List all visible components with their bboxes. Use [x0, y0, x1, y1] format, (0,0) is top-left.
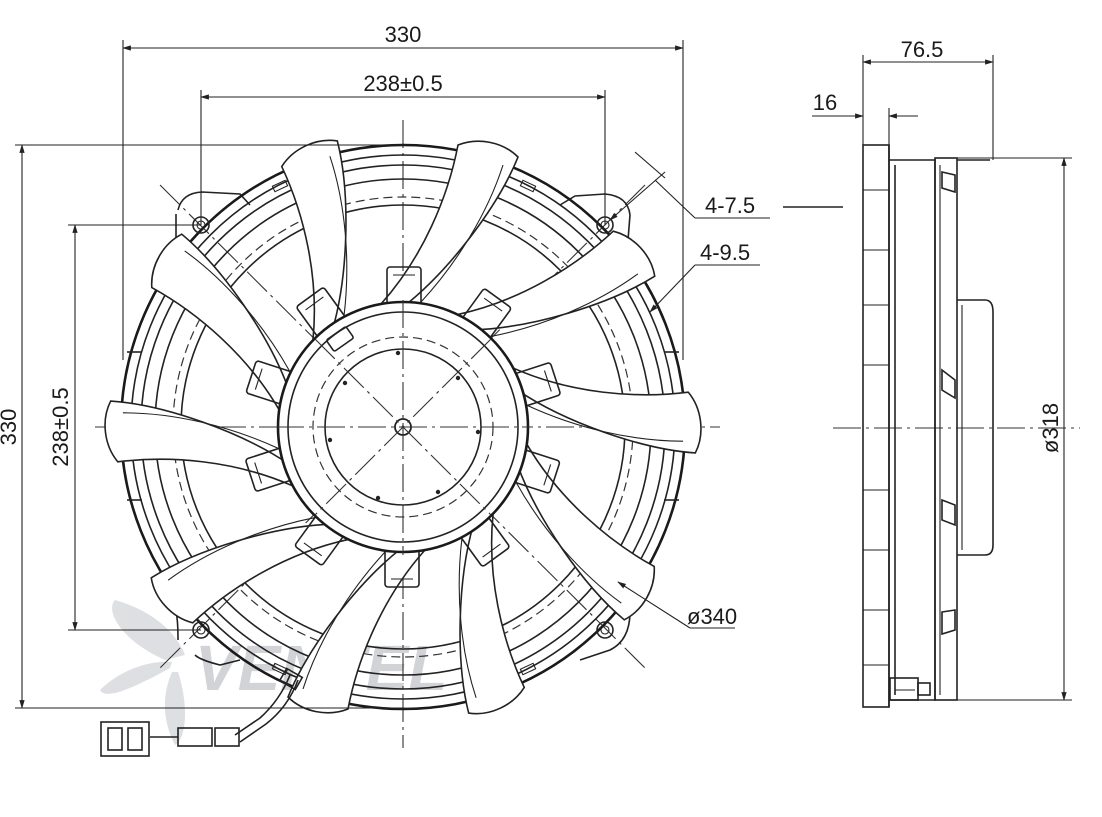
- dim-small-holes: 4-7.5: [705, 193, 755, 218]
- side-dimensions: 76.5 16 ø318: [812, 37, 1072, 701]
- dim-flange-thickness: 16: [813, 90, 837, 115]
- watermark-fan-icon: [100, 600, 186, 745]
- dim-depth: 76.5: [901, 37, 944, 62]
- cable-connector: [100, 667, 304, 757]
- dim-large-holes: 4-9.5: [700, 240, 750, 265]
- dim-hole-spacing-x: 238±0.5: [363, 71, 442, 96]
- dim-ring-diameter: ø318: [1038, 403, 1063, 453]
- dim-overall-width: 330: [385, 22, 422, 47]
- watermark-logo: VENTEL: [100, 600, 447, 745]
- front-dimensions: 330 238±0.5 330 238±0.5 4-7.5 4-9.5 ø340: [0, 22, 843, 709]
- dim-outer-diameter: ø340: [687, 604, 737, 629]
- dim-overall-height: 330: [0, 409, 21, 446]
- side-view: [833, 144, 1080, 708]
- motor-hub: [276, 300, 530, 555]
- front-view: [94, 120, 720, 757]
- dim-hole-spacing-y: 238±0.5: [48, 387, 73, 466]
